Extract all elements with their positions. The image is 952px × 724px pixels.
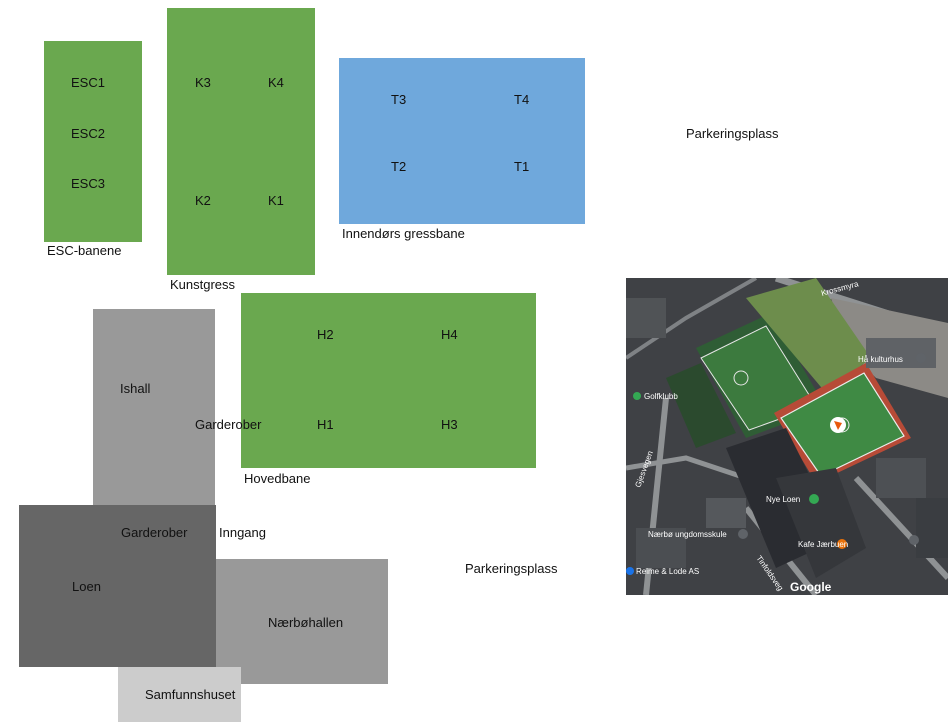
changing-rooms-label-loen: Garderober <box>121 525 188 540</box>
k3-label: K3 <box>195 75 211 90</box>
esc1-label: ESC1 <box>71 75 105 90</box>
naerbohallen-label: Nærbøhallen <box>268 615 344 630</box>
ishall-area <box>93 309 215 507</box>
k2-label: K2 <box>195 193 211 208</box>
google-attribution: Google <box>790 580 832 594</box>
main-field-label: Hovedbane <box>244 471 311 486</box>
ishall-label: Ishall <box>120 381 151 396</box>
esc2-label: ESC2 <box>71 126 105 141</box>
k4-label: K4 <box>268 75 284 90</box>
sat-label-kafe: Kafe Jærbuen <box>798 540 848 549</box>
naerbohallen-area <box>216 559 388 684</box>
esc3-label: ESC3 <box>71 176 105 191</box>
kunstgress-area <box>167 8 315 275</box>
indoor-turf-label: Innendørs gressbane <box>342 226 465 241</box>
sat-label-kulturhus: Hå kulturhus <box>858 355 903 364</box>
h2-label: H2 <box>317 327 334 342</box>
esc-area-label: ESC-banene <box>47 243 122 258</box>
entrance-label: Inngang <box>219 525 266 540</box>
indoor-turf-area <box>339 58 585 224</box>
esc-fields-area <box>44 41 142 242</box>
sat-label-reime: Reime & Lode AS <box>636 567 699 576</box>
t1-label: T1 <box>514 159 530 174</box>
sat-label-ungdomsskule: Nærbø ungdomsskule <box>648 530 727 539</box>
t3-label: T3 <box>391 92 407 107</box>
samfunnshuset-label: Samfunnshuset <box>145 687 236 702</box>
loen-area <box>19 505 216 667</box>
loen-label: Loen <box>72 579 101 594</box>
sat-label-golfklubb: Golfklubb <box>644 392 678 401</box>
main-field-area <box>241 293 536 468</box>
t4-label: T4 <box>514 92 530 107</box>
samfunnshuset-area <box>118 667 241 722</box>
satellite-map-image: Krossmyra Hå kulturhus Golfklubb Nye Loe… <box>626 278 948 595</box>
k1-label: K1 <box>268 193 284 208</box>
h1-label: H1 <box>317 417 334 432</box>
changing-rooms-label-main: Garderober <box>195 417 262 432</box>
t2-label: T2 <box>391 159 407 174</box>
h4-label: H4 <box>441 327 458 342</box>
sat-label-nye-loen: Nye Loen <box>766 495 800 504</box>
kunstgress-area-label: Kunstgress <box>170 277 236 292</box>
parking-label-top: Parkeringsplass <box>686 126 779 141</box>
h3-label: H3 <box>441 417 458 432</box>
parking-label-bottom: Parkeringsplass <box>465 561 558 576</box>
